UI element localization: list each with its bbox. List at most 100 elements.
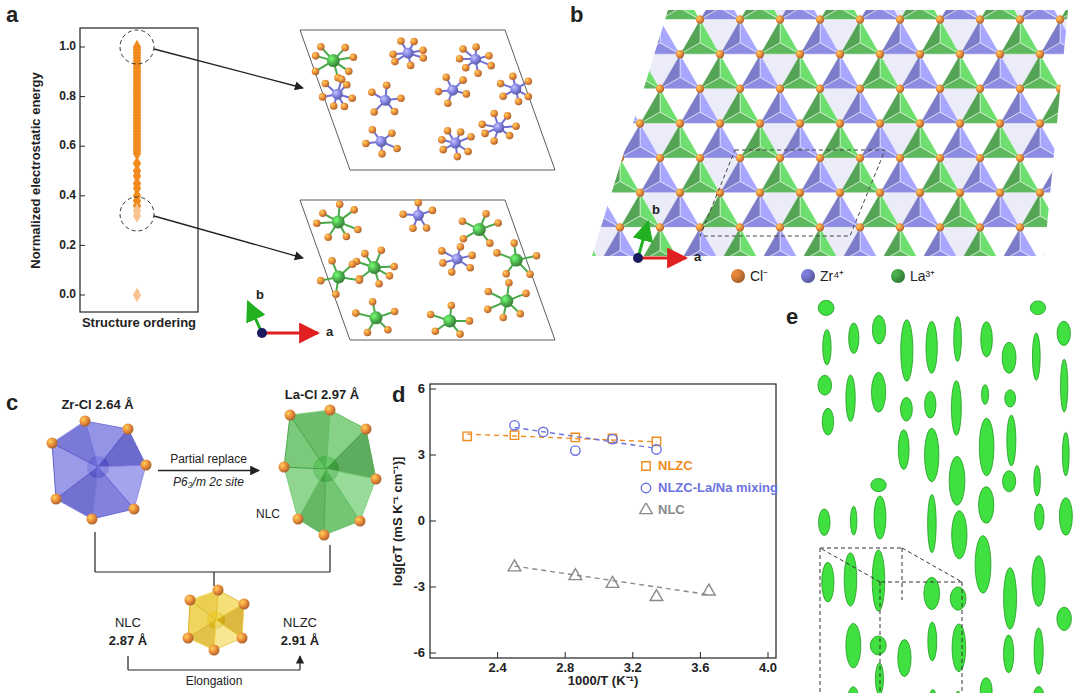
cl-atom <box>336 223 344 231</box>
polyhedron-face <box>840 20 860 55</box>
cl-atom <box>391 308 399 316</box>
polyhedron-face <box>600 0 620 20</box>
cl-atom <box>676 50 684 58</box>
polyhedron-face <box>700 158 720 193</box>
cl-atom <box>185 595 196 606</box>
cl-atom <box>836 50 844 58</box>
cl-atom <box>516 258 524 266</box>
polyhedron-face <box>820 193 840 228</box>
polyhedron-face <box>1060 158 1080 193</box>
density-blob <box>1030 301 1045 315</box>
polyhedron-face <box>760 227 780 262</box>
polyhedron-face <box>460 158 480 193</box>
cl-atom <box>439 146 447 154</box>
void-triangle <box>460 89 500 124</box>
cl-atom <box>956 189 964 197</box>
density-blob <box>1032 333 1040 380</box>
polyhedron-face <box>460 147 500 159</box>
polyhedron-face <box>440 89 460 124</box>
polyhedron-face <box>900 227 920 262</box>
cl-atom <box>512 122 520 130</box>
la-atom <box>332 215 345 228</box>
bond-heading: Zr-Cl 2.64 Å <box>61 397 133 413</box>
cl-atom <box>816 15 824 23</box>
cl-atom <box>237 633 248 644</box>
tick-mark <box>632 652 633 658</box>
cl-atom <box>209 645 220 656</box>
polyhedron-face <box>480 0 500 20</box>
isosurface <box>818 300 1072 693</box>
cl-atom <box>456 85 464 93</box>
polyhedron-face <box>460 8 500 20</box>
cl-atom <box>496 223 504 231</box>
polyhedron-face <box>660 193 680 228</box>
cl-atom <box>696 15 704 23</box>
cl-atom <box>390 263 398 271</box>
fit-line <box>515 428 657 449</box>
cl-atom <box>656 85 664 93</box>
cl-atom <box>377 246 385 254</box>
polyhedron-face <box>560 89 580 124</box>
polyhedron-face <box>680 193 700 228</box>
polyhedron-face <box>920 158 940 193</box>
tick-label: 0.6 <box>59 139 76 153</box>
density-blob <box>954 317 962 362</box>
polyhedron-face <box>880 20 900 55</box>
data-point <box>133 208 141 222</box>
polyhedron-face <box>540 158 560 193</box>
polyhedron-face <box>880 158 900 193</box>
cl-atom <box>490 110 498 118</box>
polyhedron-face <box>340 193 360 228</box>
polyhedron-face <box>560 54 580 89</box>
void-triangle <box>340 227 380 262</box>
cl-atom <box>414 199 422 207</box>
polyhedron-face <box>820 158 840 193</box>
polyhedron-face <box>900 54 920 89</box>
polyhedron-face <box>740 158 760 193</box>
cl-atom <box>376 223 384 231</box>
polyhedron-face <box>1060 89 1080 124</box>
density-blob <box>951 381 961 436</box>
density-blob <box>981 322 993 357</box>
cl-atom <box>526 270 534 278</box>
density-blob <box>1057 607 1072 630</box>
cl-atom <box>466 317 474 325</box>
polyhedron-face <box>460 123 480 158</box>
cl-atom <box>556 258 564 266</box>
density-blob <box>1057 321 1070 345</box>
polyhedron-face <box>860 20 880 55</box>
polyhedron-face <box>960 54 980 89</box>
cl-atom <box>478 121 486 129</box>
density-blob <box>954 691 963 693</box>
polyhedron-face <box>340 216 380 228</box>
polyhedron-face <box>580 54 600 89</box>
la-atom <box>332 270 345 283</box>
polyhedron-face <box>660 123 680 158</box>
tick-label: 6 <box>418 382 425 397</box>
polyhedron-face <box>380 158 400 193</box>
polyhedron-face <box>660 89 680 124</box>
polyhedron-face <box>560 123 580 158</box>
polyhedron-face <box>1060 227 1080 262</box>
pointer-arrow <box>154 49 303 88</box>
axis-origin <box>633 253 643 263</box>
cl-atom <box>756 50 764 58</box>
cl-atom <box>322 80 330 88</box>
cl-atom <box>397 94 405 102</box>
cl-atom <box>616 154 624 162</box>
cl-atom <box>356 276 364 284</box>
polyhedron-face <box>660 0 680 20</box>
density-blob <box>846 623 861 667</box>
cl-atom <box>976 85 984 93</box>
void-triangle <box>940 227 980 262</box>
polyhedron-face <box>600 89 620 124</box>
cl-atom <box>375 280 383 288</box>
polyhedron-face <box>720 89 740 124</box>
cl-atom <box>361 424 372 435</box>
zr-atom <box>470 54 481 65</box>
bracket-arrow <box>299 656 300 670</box>
cl-atom <box>435 88 443 96</box>
polyhedron-face <box>980 158 1000 193</box>
density-blob <box>980 678 992 693</box>
cl-atom <box>330 102 338 110</box>
